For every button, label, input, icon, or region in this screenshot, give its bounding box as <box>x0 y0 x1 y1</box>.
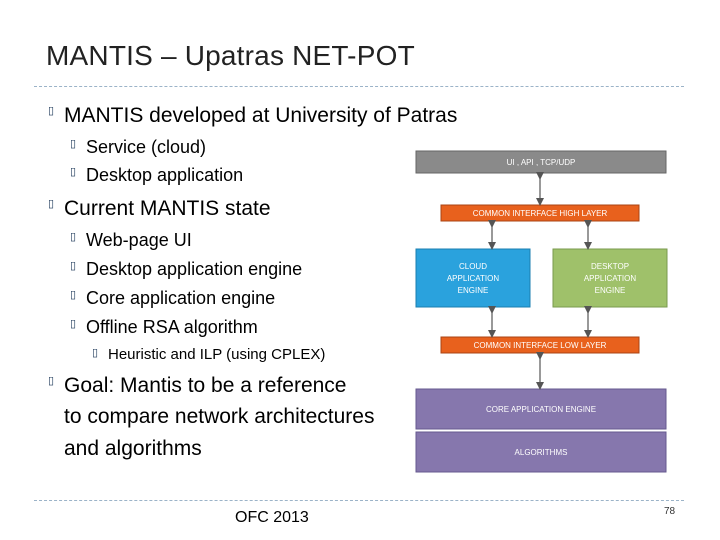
bullet-text: Goal: Mantis to be a reference <box>64 374 347 397</box>
bullet-text: Web-page UI <box>86 230 192 250</box>
title-divider <box>34 86 684 87</box>
footer-text: OFC 2013 <box>235 509 309 526</box>
bullet-text: Desktop application engine <box>86 259 303 279</box>
bullet-icon: ▯ <box>48 198 55 210</box>
bullet-text: Heuristic and ILP (using CPLEX) <box>108 346 326 363</box>
cloud-engine-label: CLOUD <box>459 262 487 271</box>
bullet-text: to compare network architectures <box>64 405 375 428</box>
bullet-item: ▯ Offline RSA algorithm <box>70 317 258 338</box>
common-high-label: COMMON INTERFACE HIGH LAYER <box>473 209 608 218</box>
cloud-engine-label: ENGINE <box>458 286 489 295</box>
bullet-item: ▯ Current MANTIS state <box>48 197 271 221</box>
bullet-icon: ▯ <box>70 318 77 330</box>
bullet-continuation: and algorithms <box>64 437 202 461</box>
bullet-text: Offline RSA algorithm <box>86 317 258 337</box>
algorithms-label: ALGORITHMS <box>515 448 568 457</box>
bullet-text: Core application engine <box>86 288 276 308</box>
slide-title: MANTIS – Upatras NET-POT <box>46 40 415 71</box>
bullet-icon: ▯ <box>48 105 55 117</box>
bullet-item: ▯ MANTIS developed at University of Patr… <box>48 104 457 128</box>
bullet-item: ▯ Core application engine <box>70 288 275 309</box>
cloud-engine-box <box>415 248 531 308</box>
bullet-text: MANTIS developed at University of Patras <box>64 104 458 127</box>
cloud-engine-label: APPLICATION <box>447 274 500 283</box>
bullet-text: and algorithms <box>64 437 202 460</box>
desktop-engine-box <box>552 248 668 308</box>
page-number: 78 <box>664 506 676 517</box>
core-engine-label: CORE APPLICATION ENGINE <box>486 405 596 414</box>
bullet-icon: ▯ <box>70 260 77 272</box>
bullet-item: ▯ Desktop application <box>70 165 243 186</box>
bullet-icon: ▯ <box>92 347 99 359</box>
bullet-text: Desktop application <box>86 165 244 185</box>
bullet-item: ▯ Goal: Mantis to be a reference <box>48 374 347 398</box>
ui-layer-label: UI , API , TCP/UDP <box>507 158 576 167</box>
bullet-icon: ▯ <box>70 231 77 243</box>
desktop-engine-label: ENGINE <box>595 286 626 295</box>
desktop-engine-label: DESKTOP <box>591 262 629 271</box>
core-engine-box <box>415 388 667 430</box>
bullet-icon: ▯ <box>48 375 55 387</box>
bullet-icon: ▯ <box>70 166 77 178</box>
bullet-text: Service (cloud) <box>86 137 207 157</box>
bullet-item: ▯ Web-page UI <box>70 230 192 251</box>
bullet-text: Current MANTIS state <box>64 197 271 220</box>
bullet-item: ▯ Desktop application engine <box>70 259 302 280</box>
footer-divider <box>34 500 684 501</box>
bullet-continuation: to compare network architectures <box>64 405 374 429</box>
bullet-icon: ▯ <box>70 289 77 301</box>
bullet-item: ▯ Service (cloud) <box>70 137 206 158</box>
bullet-icon: ▯ <box>70 138 77 150</box>
algorithms-box <box>415 431 667 473</box>
common-low-label: COMMON INTERFACE LOW LAYER <box>474 341 607 350</box>
bullet-item: ▯ Heuristic and ILP (using CPLEX) <box>92 346 325 363</box>
desktop-engine-label: APPLICATION <box>584 274 637 283</box>
